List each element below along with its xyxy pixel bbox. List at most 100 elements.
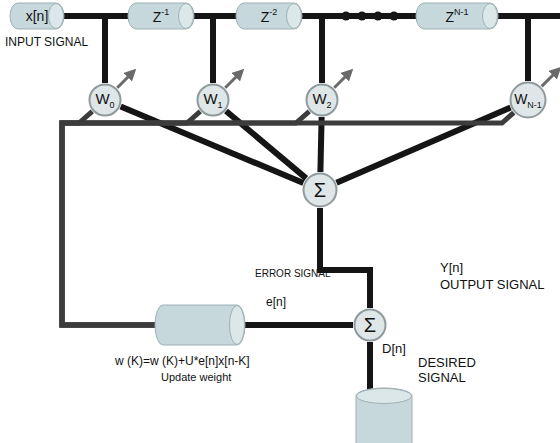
- subscript: 1: [218, 100, 223, 110]
- delay-element: Z-1: [128, 3, 194, 29]
- node-text-line: Σ: [364, 315, 376, 335]
- adjustable-arrow: [334, 73, 349, 88]
- node-text-holder: Σ: [302, 172, 338, 208]
- weight-node: W1: [196, 83, 230, 117]
- signal-connector: [496, 16, 528, 81]
- cylinder-outline: [236, 3, 302, 29]
- subscript: N-1: [527, 100, 542, 110]
- weight-node: W0: [88, 83, 122, 117]
- node-text-holder: W2: [305, 83, 339, 117]
- summing-junction: Σ: [302, 172, 338, 208]
- node-text-line: x[n]: [26, 8, 49, 24]
- adjustable-arrow: [225, 73, 240, 88]
- circle-shape: [90, 85, 121, 116]
- cylinder-body: [356, 388, 412, 443]
- cylinder-body: [128, 3, 194, 29]
- node-label: x[n]: [26, 8, 49, 24]
- cylinder-face: [49, 4, 64, 29]
- feedback-connector: [62, 111, 157, 325]
- node-label: Σ: [364, 314, 376, 336]
- adjustable-arrow: [542, 71, 557, 86]
- cylinder-outline: [356, 388, 412, 443]
- cylinder-face: [357, 389, 412, 404]
- signal-name: e[n]: [266, 296, 286, 310]
- node-text-holder: Σ: [353, 308, 387, 342]
- signal-connector: [367, 342, 373, 390]
- superscript: -2: [269, 7, 277, 17]
- signal-connector: [192, 16, 213, 83]
- node-text-line: W2: [312, 91, 331, 110]
- cylinder-body: [416, 3, 498, 29]
- subscript: 2: [327, 100, 332, 110]
- node-label: W: [203, 90, 217, 107]
- delay-element: ZN-1: [416, 3, 498, 29]
- node-label: W: [514, 91, 527, 107]
- input-source: x[n]: [10, 3, 64, 29]
- signal-name: INPUT SIGNAL: [5, 36, 88, 50]
- node-label: W: [95, 90, 109, 107]
- node-caption: Update weight: [161, 371, 231, 384]
- circle-shape: [355, 310, 386, 341]
- node-text-line: ZN-1: [445, 8, 468, 25]
- subscript: 0: [110, 100, 115, 110]
- node-text-holder: x[n]: [10, 3, 64, 29]
- node-caption: w (K)=w (K)+U*e[n]x[n-K]: [115, 355, 250, 369]
- node-text-holder: WN-1: [509, 81, 547, 119]
- signal-name: ERROR SIGNAL: [255, 268, 331, 280]
- node-text-line: W1: [203, 91, 222, 110]
- signal-connector: [337, 108, 511, 183]
- cylinder-body: [10, 3, 64, 29]
- cylinder-body: [236, 3, 302, 29]
- node-text-line: W0: [95, 91, 114, 110]
- cylinder-face: [287, 4, 302, 29]
- signal-connector: [244, 322, 353, 328]
- cylinder-face: [483, 4, 498, 29]
- signal-connector: [320, 208, 370, 308]
- weight-node: W2: [305, 83, 339, 117]
- circle-shape: [511, 83, 546, 118]
- node-text-holder: ZN-1: [416, 3, 498, 29]
- signal-connector: [121, 107, 304, 183]
- cylinder-face: [230, 306, 245, 345]
- circle-shape: [198, 85, 229, 116]
- node-caption: D[n]: [382, 342, 406, 357]
- node-text-line: Σ: [314, 180, 326, 200]
- node-label: Σ: [314, 179, 326, 201]
- adjustable-arrow: [117, 73, 132, 88]
- cylinder-outline: [128, 3, 194, 29]
- node-text-line: Z-2: [261, 8, 278, 25]
- superscript: -1: [161, 7, 169, 17]
- node-text-holder: W1: [196, 83, 230, 117]
- cylinder-body: [155, 305, 245, 345]
- delay-element: Z-2: [236, 3, 302, 29]
- weight-node: WN-1: [509, 81, 547, 119]
- node-label: W: [312, 90, 326, 107]
- cylinder-face: [179, 4, 194, 29]
- signal-connector: [300, 16, 322, 83]
- node-text-holder: Z-1: [128, 3, 194, 29]
- feedback-connector: [62, 113, 514, 325]
- node-text-line: WN-1: [514, 91, 542, 110]
- desired-signal-source: D[n]DESIRED SIGNAL: [356, 388, 412, 443]
- superscript: N-1: [454, 7, 469, 17]
- node-text-holder: W0: [88, 83, 122, 117]
- feedback-connector: [62, 111, 200, 325]
- signal-connector: [62, 16, 105, 83]
- cylinder-outline: [155, 305, 245, 345]
- node-label: Z: [261, 9, 270, 25]
- circle-shape: [304, 174, 337, 207]
- signal-name: OUTPUT SIGNAL: [440, 278, 545, 293]
- circle-shape: [307, 85, 338, 116]
- summing-junction: Σ: [353, 308, 387, 342]
- feedback-connector: [62, 111, 309, 325]
- update-weight-block: w (K)=w (K)+U*e[n]x[n-K]Update weight: [155, 305, 245, 345]
- node-text-holder: Z-2: [236, 3, 302, 29]
- node-text-line: Z-1: [153, 8, 170, 25]
- node-caption: DESIRED SIGNAL: [418, 356, 476, 386]
- signal-name: Y[n]: [440, 261, 463, 276]
- node-label: Z: [153, 9, 162, 25]
